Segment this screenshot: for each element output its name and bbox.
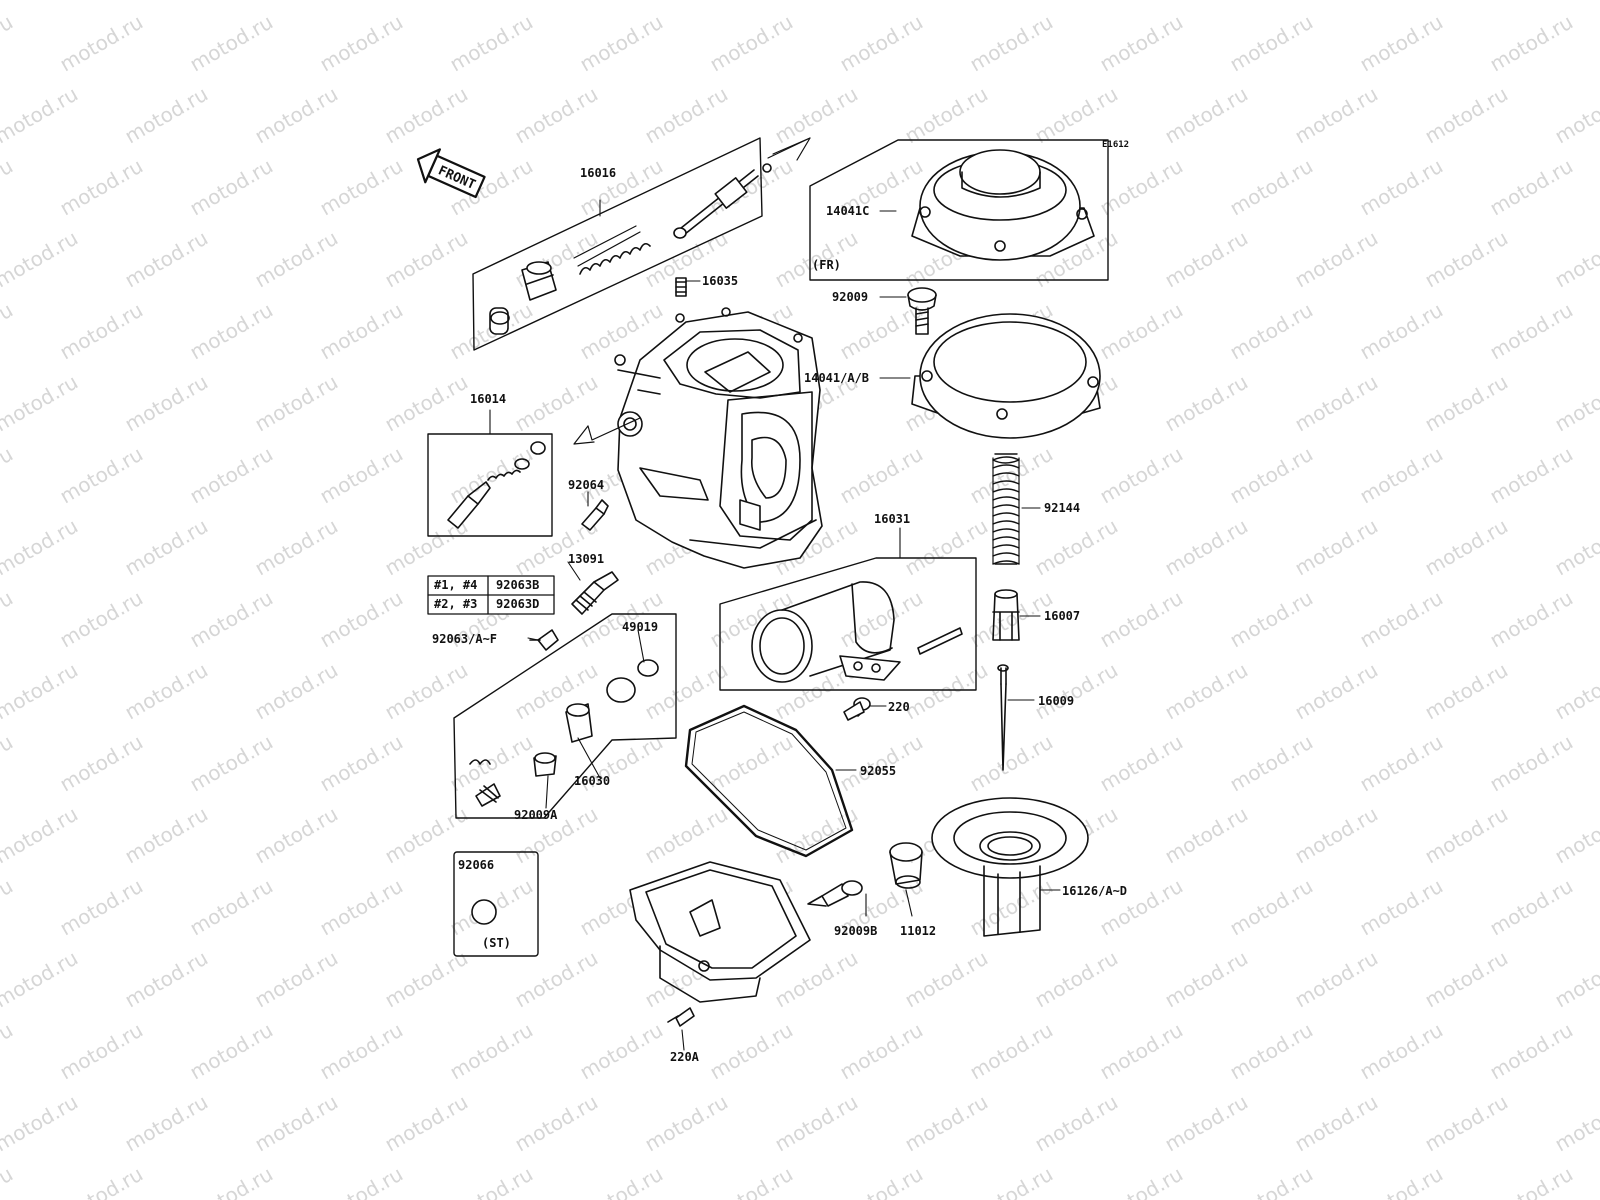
callout-14041ab: 14041/A/B [804,371,870,385]
callout-92009b: 92009B [834,924,878,938]
note-fr: (FR) [812,258,841,272]
jet-needle-16009 [997,664,1009,771]
jet-table-cyl-2: #2, #3 [434,597,478,611]
top-cover-part-c [911,149,1095,261]
kit-box-16030 [453,613,677,819]
note-st: (ST) [482,936,511,950]
callout-16009: 16009 [1038,694,1075,708]
screw-16035 [675,277,687,297]
callout-92009: 92009 [832,290,869,304]
float-bowl [629,861,811,1003]
callout-16016: 16016 [580,166,617,180]
callout-16126: 16126/A~D [1062,884,1128,898]
callout-16031: 16031 [874,512,911,526]
callout-16014: 16014 [470,392,507,406]
kit-box-16014 [427,433,553,537]
needle-jet-13091 [571,571,619,615]
callout-49019: 49019 [622,620,659,634]
callout-92144: 92144 [1044,501,1081,515]
callout-220a: 220A [670,1050,699,1064]
callout-13091: 13091 [568,552,605,566]
needle-holder-16007 [992,589,1020,641]
jet-92064 [581,499,609,531]
callout-11012: 11012 [900,924,937,938]
spring-92144 [992,453,1020,565]
gasket-92055 [684,704,854,858]
callout-14041c: 14041C [826,204,870,218]
callout-16007: 16007 [1044,609,1081,623]
front-arrow-icon: FRONT [416,148,486,199]
main-jet-92063 [529,629,559,651]
callout-92066: 92066 [458,858,495,872]
callout-92064: 92064 [568,478,605,492]
air-cutoff-valve-kit [469,659,659,807]
jet-table [427,575,555,615]
screw-92009 [907,287,937,335]
jet-table-part-2: 92063D [496,597,540,611]
callout-220: 220 [888,700,910,714]
carburetor-body [573,307,823,569]
screw-220 [843,697,871,721]
callout-92055: 92055 [860,764,897,778]
top-cover-part-ab [911,313,1101,439]
callout-92063af: 92063/A~F [432,632,498,646]
screw-92009b [807,880,863,907]
kit-box-92066 [453,851,539,957]
leader-lines [489,199,1061,1051]
plug-11012 [889,842,923,889]
pilot-screw-kit [447,441,546,529]
callout-92009a: 92009A [514,808,558,822]
kit-box-14041c [809,139,1109,281]
kit-box-16031 [719,557,977,691]
callout-16030: 16030 [574,774,611,788]
ref-code: E1612 [1102,140,1130,150]
jet-table-cyl-1: #1, #4 [434,578,478,592]
throttle-shaft-part [489,163,772,335]
kit-box-16016 [472,137,763,351]
callout-16035: 16035 [702,274,739,288]
vacuum-piston-16126 [931,797,1089,937]
cap-92066 [471,899,497,925]
jet-table-part-1: 92063B [496,578,540,592]
screw-220a [667,1007,695,1027]
throttle-valve-16031 [751,581,963,683]
